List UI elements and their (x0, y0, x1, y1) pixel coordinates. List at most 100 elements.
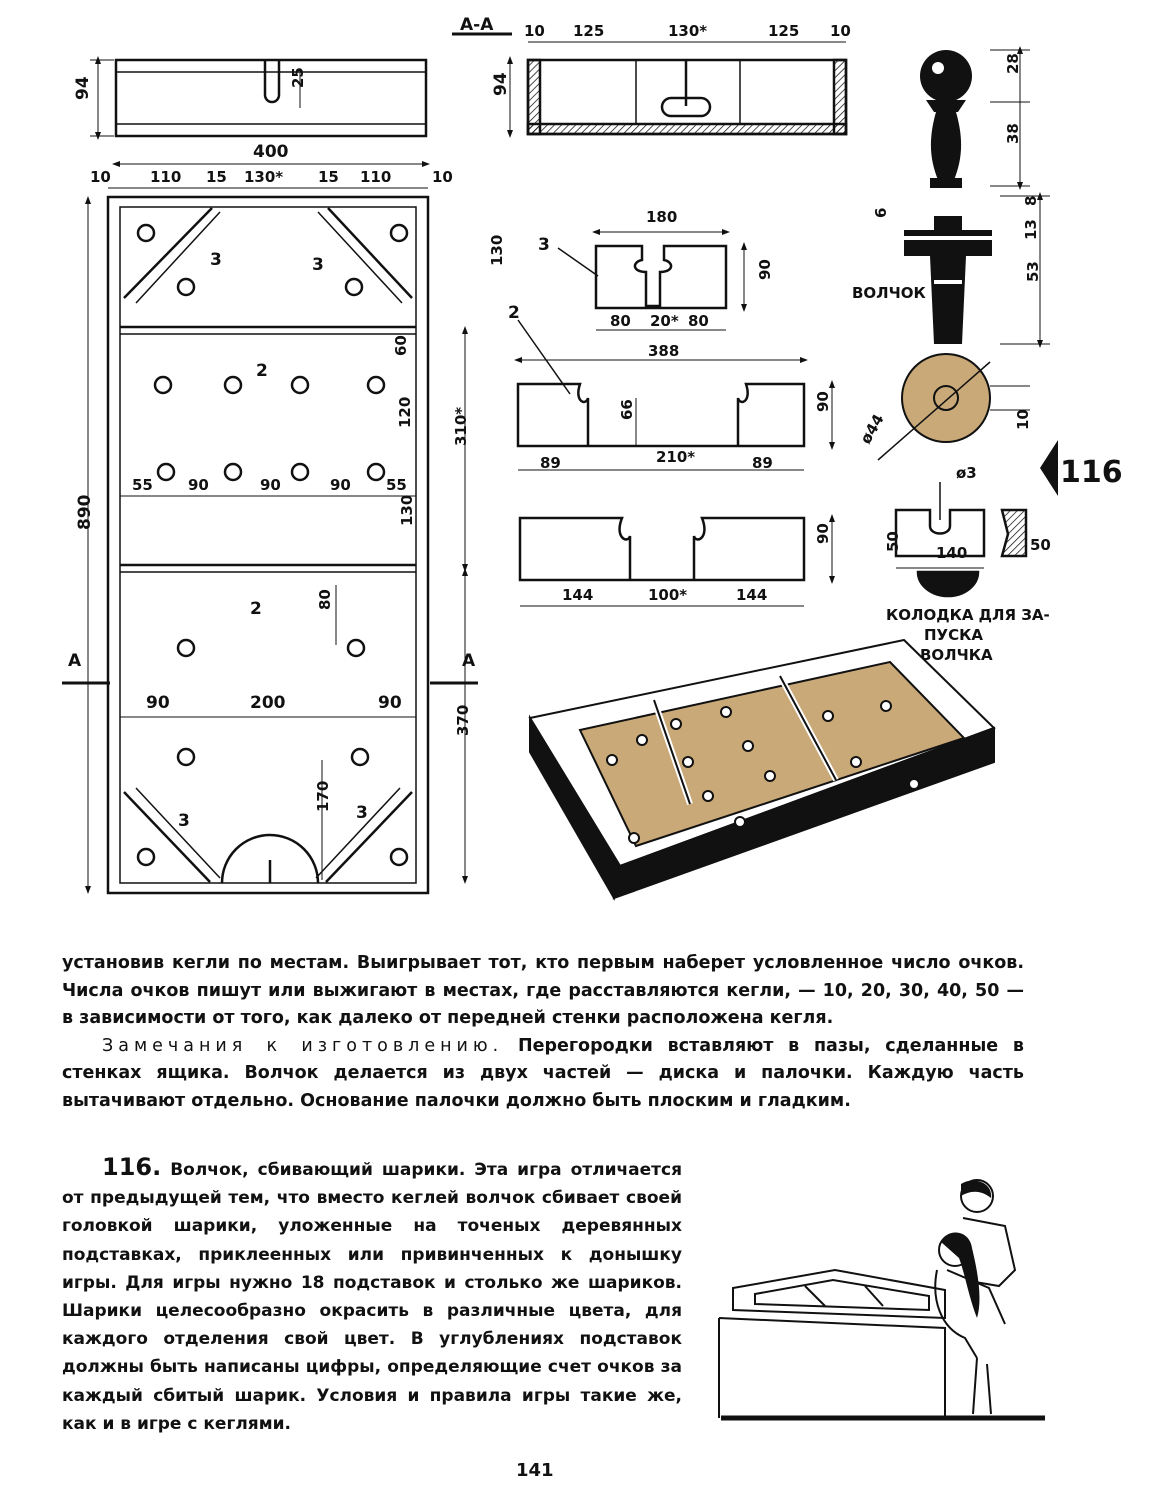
page-number: 141 (516, 1460, 554, 1481)
section-body: Эта игра отличается от предыдущей тем, ч… (62, 1160, 682, 1434)
dim-89-left: 89 (540, 454, 561, 472)
dim-15-right: 15 (318, 168, 339, 186)
para-notes: Замечания к изготовлению. Перегородки вс… (62, 1033, 1024, 1116)
section-116: 116. Волчок, сбивающий шарики. Эта игра … (62, 1153, 682, 1438)
dim-25: 25 (289, 67, 307, 88)
section-number: 116. (102, 1153, 162, 1181)
kolodka-line1: КОЛОДКА ДЛЯ ЗА- (886, 606, 1050, 624)
dim-55-right: 55 (386, 476, 407, 494)
dim-890: 890 (75, 494, 95, 530)
dim-3: ø3 (956, 464, 977, 482)
section-aa (452, 32, 848, 138)
dim-66: 66 (618, 399, 636, 420)
dim-10-b: 10 (830, 22, 851, 40)
section-mark-right: А (462, 651, 476, 671)
notes-heading: Замечания к изготовлению. (102, 1035, 504, 1056)
dim-388: 388 (648, 342, 679, 360)
dim-15-left: 15 (206, 168, 227, 186)
part-3-tl: 3 (210, 250, 222, 270)
part-3-br: 3 (356, 803, 368, 823)
dim-50-left: 50 (884, 531, 902, 552)
box-side-view (90, 56, 430, 167)
dim-90-p3: 90 (756, 259, 774, 280)
part-3-tr: 3 (312, 255, 324, 275)
notes-body: Перегородки вставляют в пазы, сделанные … (62, 1035, 1024, 1111)
dim-130-top: 130* (244, 168, 283, 186)
label-part-2: 2 (508, 303, 520, 323)
dim-10-left: 10 (90, 168, 111, 186)
dim-10-a: 10 (524, 22, 545, 40)
dim-180: 180 (646, 208, 677, 226)
dim-80: 80 (316, 589, 334, 610)
dim-8: 8 (1022, 196, 1040, 206)
dim-28: 28 (1004, 53, 1022, 74)
dim-144-left: 144 (562, 586, 593, 604)
dim-6: 6 (872, 208, 890, 218)
kolodka-line3: ВОЛЧКА (920, 646, 993, 664)
dim-144-right: 144 (736, 586, 767, 604)
technical-drawings: 94 25 400 (62, 15, 1123, 901)
dim-90-bl: 90 (146, 693, 170, 713)
dim-80-p3b: 80 (688, 312, 709, 330)
dim-125-b: 125 (768, 22, 799, 40)
dim-130-r1: 130 (488, 235, 506, 266)
dim-38: 38 (1004, 123, 1022, 144)
dim-90-a: 90 (188, 476, 209, 494)
dim-89-right: 89 (752, 454, 773, 472)
dim-10-right: 10 (432, 168, 453, 186)
dim-13: 13 (1022, 219, 1040, 240)
dim-210: 210* (656, 448, 695, 466)
label-volchok: ВОЛЧОК (852, 284, 927, 302)
dim-60: 60 (392, 335, 410, 356)
part-2-b: 2 (250, 599, 262, 619)
dim-90-c: 90 (330, 476, 351, 494)
dim-80-p3a: 80 (610, 312, 631, 330)
kolodka-line2: ПУСКА (924, 626, 983, 644)
partition-2-upper (514, 319, 835, 471)
dim-50-right: 50 (1030, 536, 1051, 554)
section-title: А-А (460, 15, 494, 35)
partition-3 (557, 229, 747, 331)
dim-120: 120 (396, 397, 414, 428)
paragraph-continuation: установив кегли по местам. Выигрывает то… (62, 950, 1024, 1115)
dim-55-left: 55 (132, 476, 153, 494)
dim-110-left: 110 (150, 168, 181, 186)
figure-number: 116 (1060, 455, 1123, 490)
partition-2-lower (518, 514, 835, 607)
dim-130-a: 130* (668, 22, 707, 40)
dim-310: 310* (452, 407, 470, 446)
figure-arrow (1040, 440, 1058, 496)
dim-125-a: 125 (573, 22, 604, 40)
section-title: Волчок, сбивающий шарики. (161, 1160, 466, 1180)
dim-130-r2: 130 (398, 495, 416, 526)
dim-90-p2b: 90 (814, 523, 832, 544)
part-3-bl: 3 (178, 811, 190, 831)
section-mark-left: А (68, 651, 82, 671)
ball-on-stand (920, 50, 972, 188)
label-part-3: 3 (538, 235, 550, 255)
dim-170: 170 (314, 781, 332, 812)
dim-100: 100* (648, 586, 687, 604)
dim-10-disc: 10 (1014, 409, 1032, 430)
dim-44: ø44 (857, 411, 888, 447)
dim-400: 400 (253, 142, 289, 162)
dim-90-p2a: 90 (814, 391, 832, 412)
dim-94-a: 94 (491, 72, 511, 96)
para-1: установив кегли по местам. Выигрывает то… (62, 953, 1024, 1028)
dim-20-p3: 20* (650, 312, 679, 330)
box-plan-view (62, 187, 478, 895)
dim-90-br: 90 (378, 693, 402, 713)
launch-block (894, 482, 1028, 598)
dim-94: 94 (73, 76, 93, 100)
dim-110-right: 110 (360, 168, 391, 186)
top-spinner (904, 216, 992, 344)
dim-370: 370 (454, 705, 472, 736)
spinner-disc (877, 353, 1030, 461)
dim-90-b: 90 (260, 476, 281, 494)
dim-200: 200 (250, 693, 286, 713)
children-illustration (718, 1179, 1045, 1421)
isometric-box (528, 638, 996, 901)
dim-140: 140 (936, 544, 967, 562)
part-2-a: 2 (256, 361, 268, 381)
dim-53: 53 (1024, 261, 1042, 282)
